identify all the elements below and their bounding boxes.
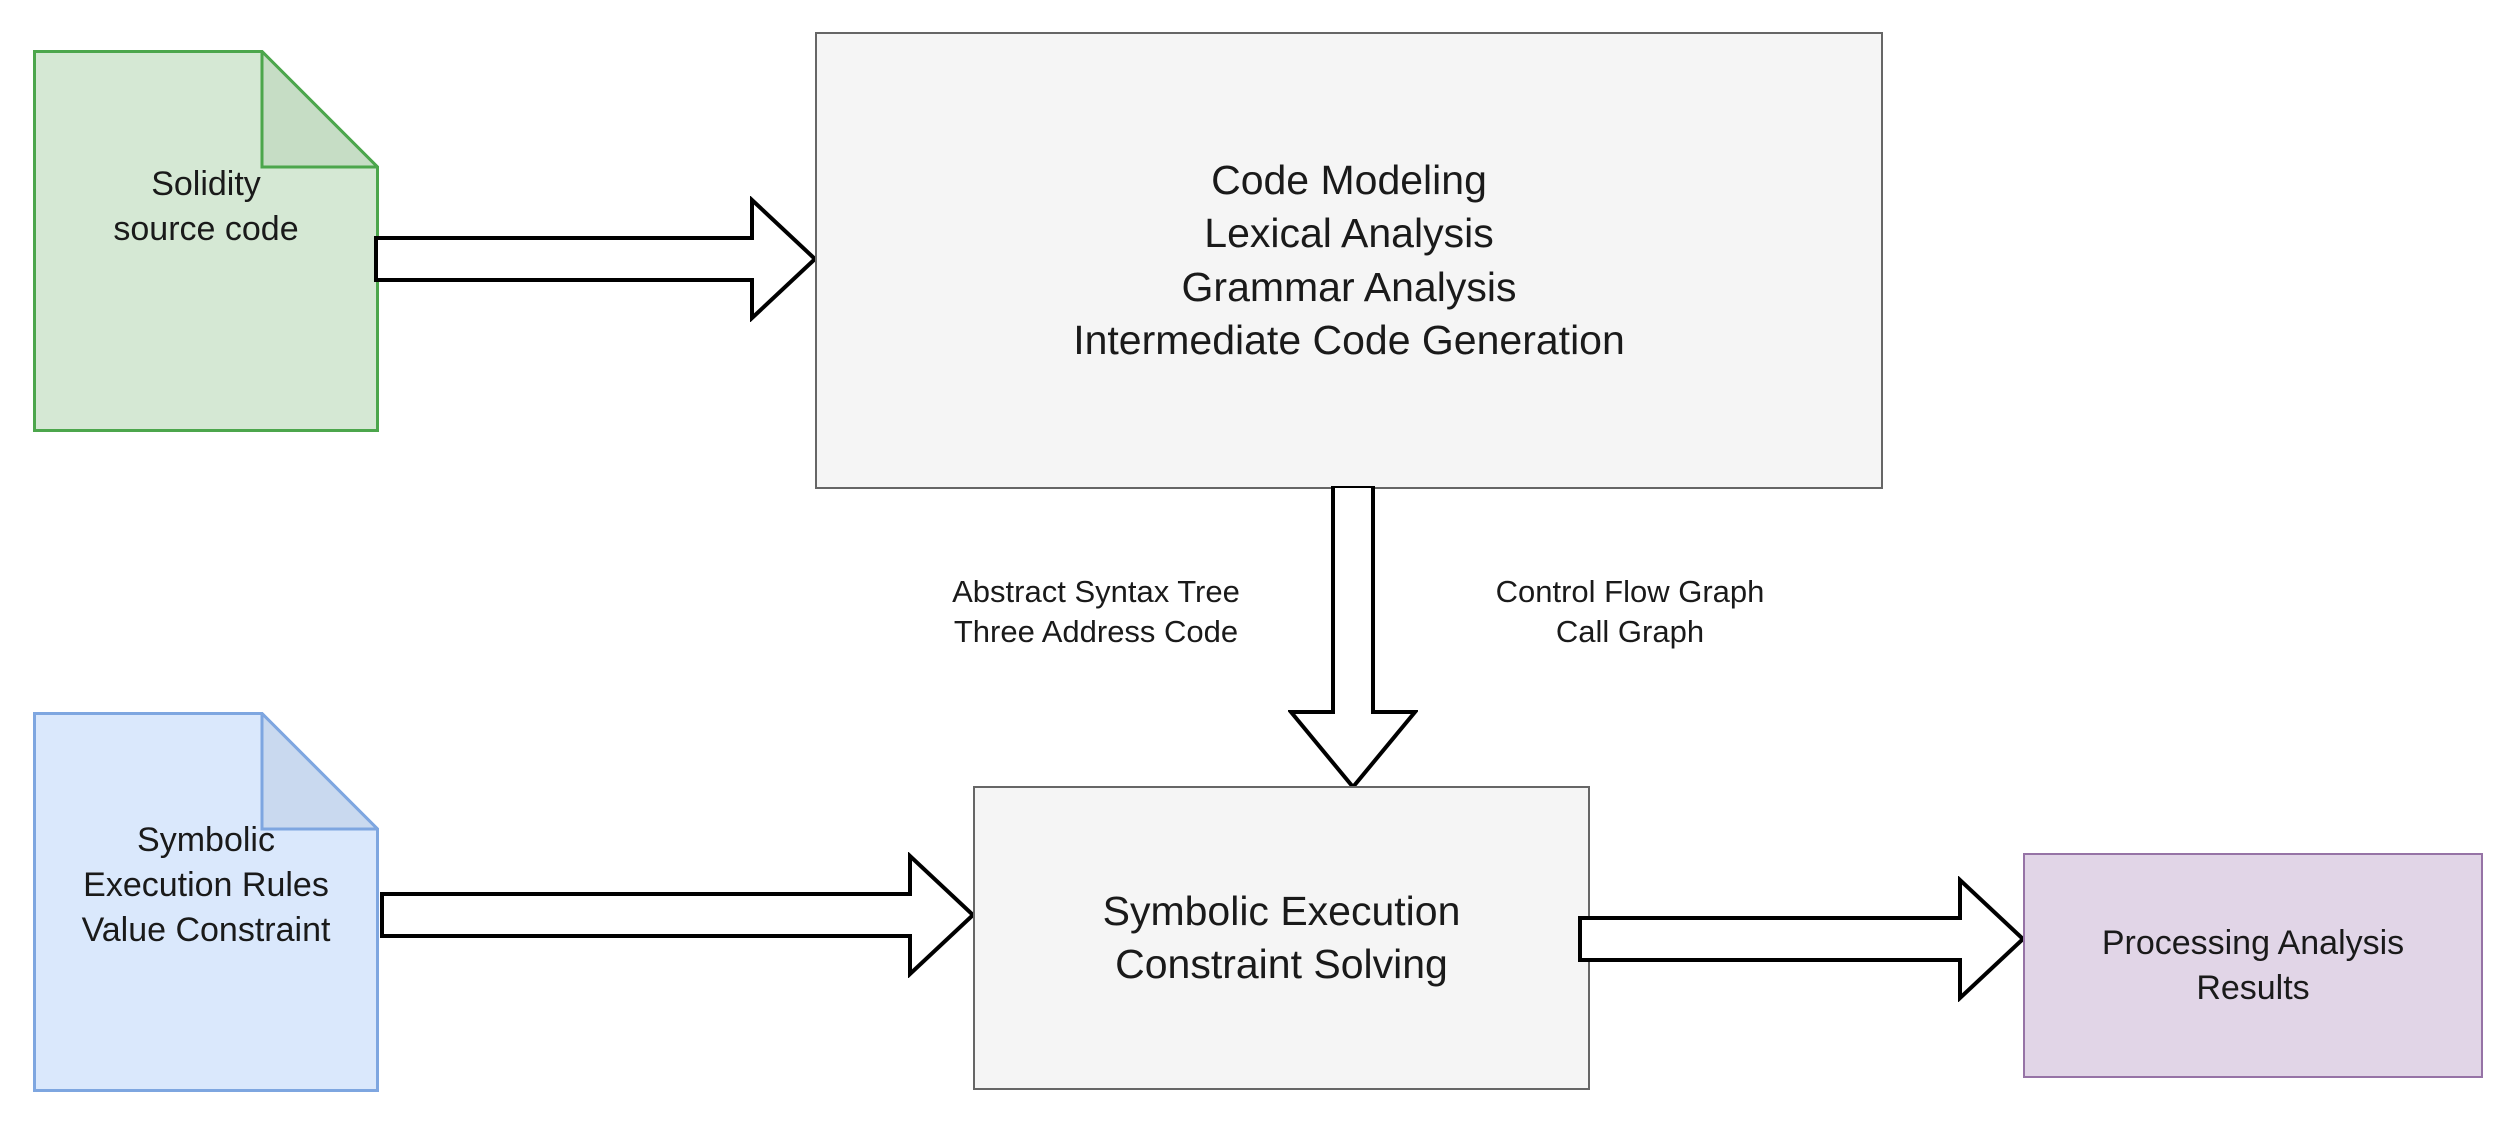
node-symbolic-execution-rules-label: Symbolic Execution Rules Value Constrain… bbox=[81, 821, 331, 949]
edge-label-cfg-callgraph: Control Flow Graph Call Graph bbox=[1495, 574, 1765, 650]
arrow-source-to-frontend bbox=[374, 196, 818, 322]
node-symbolic-execution-rules[interactable]: Symbolic Execution Rules Value Constrain… bbox=[33, 712, 379, 1092]
node-front-end-process-label: Code Modeling Lexical Analysis Grammar A… bbox=[1073, 156, 1625, 363]
arrow-rules-to-engine bbox=[380, 852, 976, 978]
arrow-frontend-to-engine bbox=[1288, 486, 1418, 790]
node-solidity-source-code[interactable]: Solidity source code bbox=[33, 50, 379, 432]
document-shape-icon bbox=[33, 712, 379, 1092]
node-symbolic-execution-engine[interactable]: Symbolic Execution Constraint Solving bbox=[973, 786, 1590, 1090]
block-arrow-down-icon bbox=[1288, 486, 1418, 790]
node-solidity-source-code-label: Solidity source code bbox=[113, 165, 299, 248]
node-processing-analysis-results-label: Processing Analysis Results bbox=[2101, 924, 2405, 1007]
document-shape-icon bbox=[33, 50, 379, 432]
block-arrow-right-icon bbox=[380, 852, 976, 978]
arrow-engine-to-results bbox=[1578, 876, 2026, 1002]
block-arrow-right-icon bbox=[374, 196, 818, 322]
block-arrow-right-icon bbox=[1578, 876, 2026, 1002]
node-front-end-process[interactable]: Code Modeling Lexical Analysis Grammar A… bbox=[815, 32, 1883, 489]
edge-label-ast-tac: Abstract Syntax Tree Three Address Code bbox=[952, 574, 1240, 650]
node-processing-analysis-results[interactable]: Processing Analysis Results bbox=[2023, 853, 2483, 1078]
node-symbolic-execution-engine-label: Symbolic Execution Constraint Solving bbox=[1102, 887, 1461, 987]
